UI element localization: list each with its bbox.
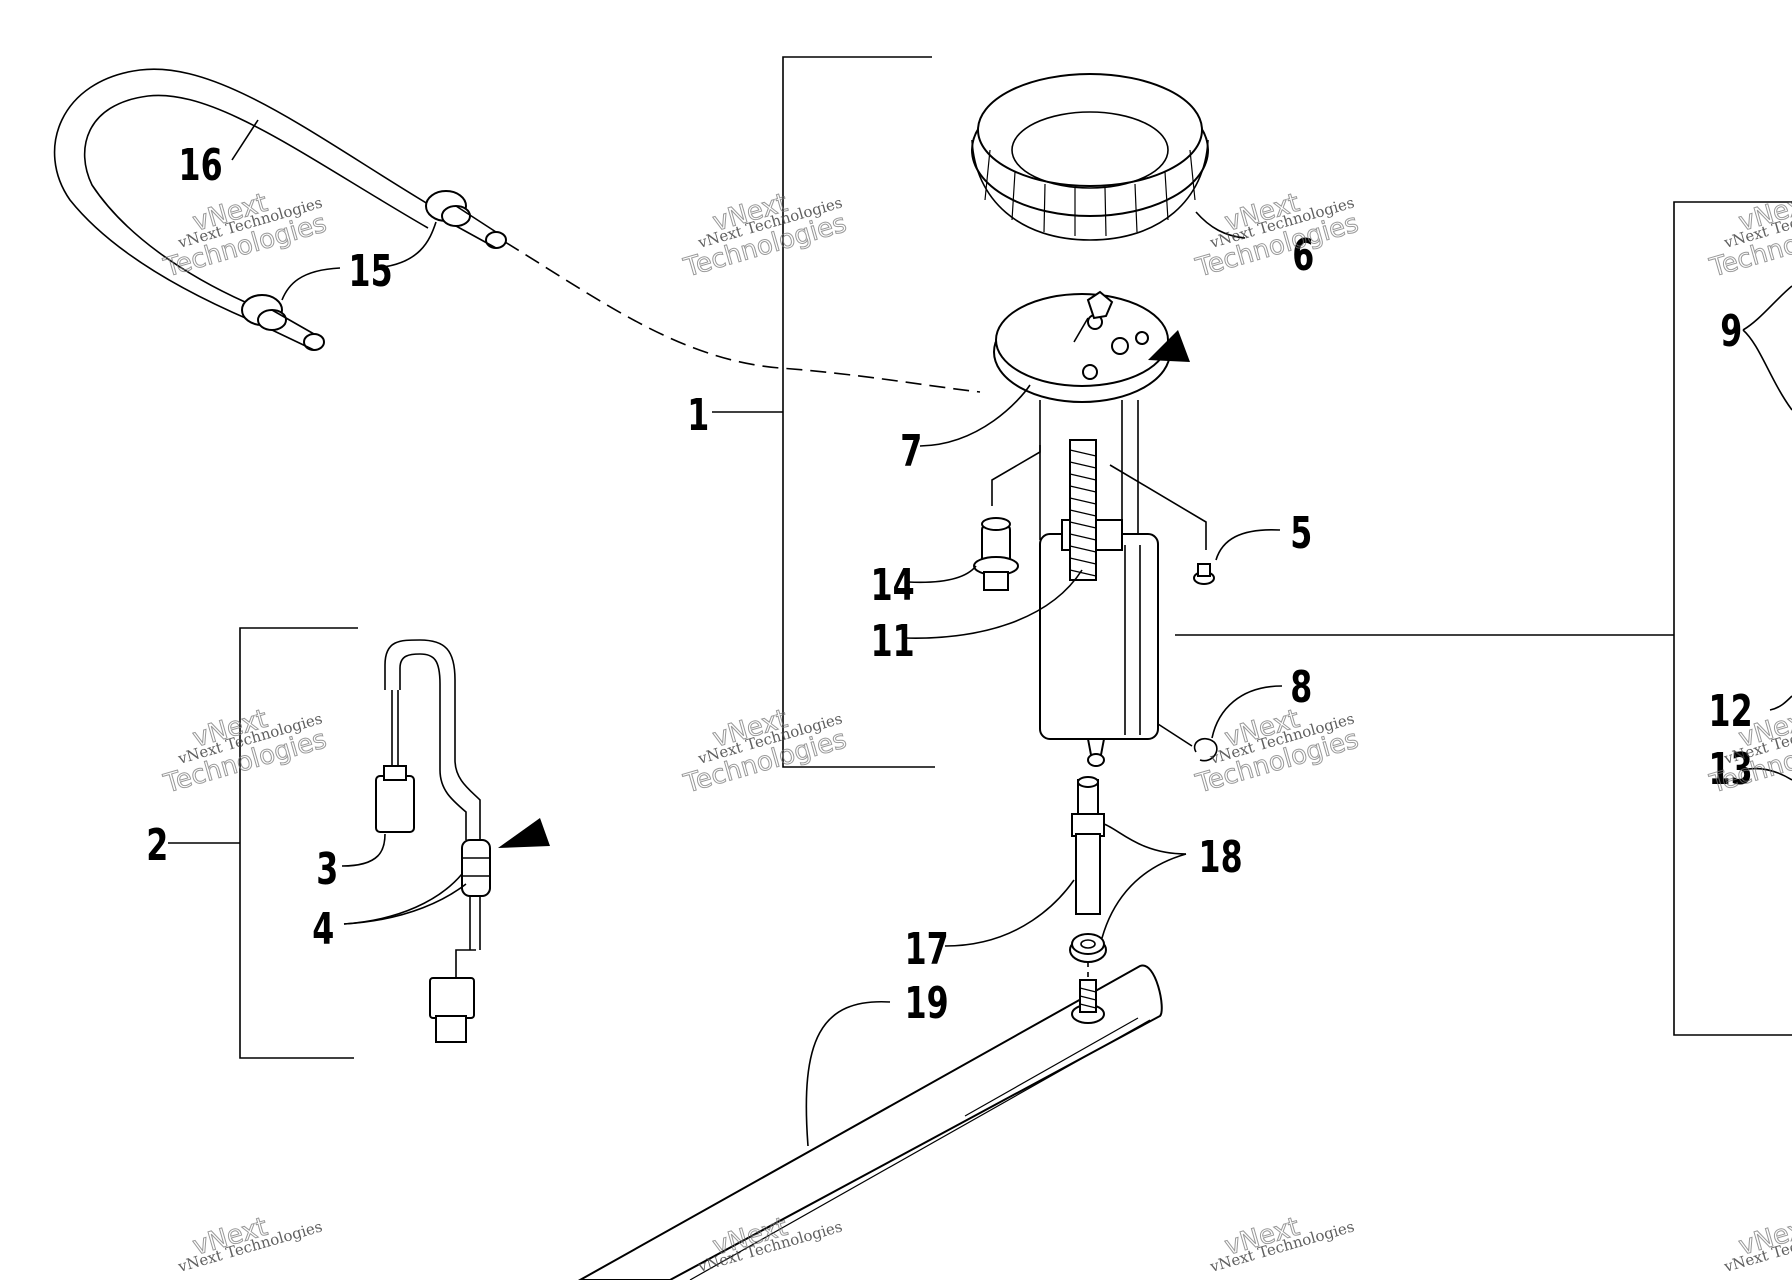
callout-13: 13: [1709, 744, 1753, 796]
pressure-regulator: [973, 517, 1019, 591]
watermark-1: vNext vNext Technologies Technologies: [160, 187, 331, 284]
watermark-9: vNext vNext Technologies: [175, 1211, 324, 1276]
harness-connector-lower: [429, 896, 481, 1043]
leader-18-b: [1101, 853, 1187, 939]
callout-17: 17: [905, 924, 949, 976]
watermark-5: vNext vNext Technologies Technologies: [160, 703, 331, 800]
watermark-12: vNext vNext Technologies: [1721, 1211, 1792, 1276]
callout-14: 14: [871, 560, 915, 612]
pump-flange: [993, 290, 1190, 403]
callout-5: 5: [1290, 508, 1312, 560]
callout-15: 15: [349, 246, 393, 298]
leader-19: [805, 1001, 891, 1147]
leader-18-a: [1103, 823, 1187, 855]
callout-16: 16: [179, 140, 223, 192]
callout-1: 1: [687, 390, 709, 442]
leader-9-b: [1742, 329, 1792, 411]
callout-6: 6: [1292, 230, 1314, 282]
fuel-pump-body: [1039, 400, 1159, 767]
leader-13: [1741, 767, 1792, 781]
leader-12: [1769, 695, 1792, 711]
bracket-assembly-2: [168, 627, 358, 1059]
callout-12: 12: [1709, 686, 1753, 738]
hose-clamp-upper: [425, 190, 507, 249]
leader-15-b: [281, 267, 341, 301]
callout-18: 18: [1199, 832, 1243, 884]
retaining-clip: [1193, 737, 1218, 762]
callout-7: 7: [900, 426, 922, 478]
mounting-stud: [1071, 979, 1105, 1024]
callout-19: 19: [905, 978, 949, 1030]
callout-9: 9: [1720, 306, 1742, 358]
watermark-7: vNext vNext Technologies Technologies: [1192, 703, 1363, 800]
leader-11: [904, 569, 1083, 639]
leader-8: [1211, 685, 1283, 739]
harness-connector-upper: [375, 690, 415, 833]
leader-4-a: [343, 873, 463, 925]
fuel-hose: [53, 68, 439, 321]
leader-14-pointer: [991, 445, 1041, 506]
leader-4-b: [343, 883, 467, 925]
mounting-rail: [577, 964, 1163, 1280]
leader-15-a: [373, 221, 437, 269]
leader-5: [1215, 529, 1281, 561]
lock-ring: [971, 73, 1209, 241]
leader-5-pointer: [1109, 464, 1207, 550]
leader-14: [907, 565, 977, 584]
bracket-assembly-right: [1175, 201, 1792, 1036]
watermark-6: vNext vNext Technologies Technologies: [680, 703, 851, 800]
bracket-assembly-1: [712, 56, 935, 768]
pump-spring: [1069, 439, 1097, 581]
leader-16: [231, 119, 259, 161]
leader-6: [1195, 211, 1246, 239]
leader-9-a: [1742, 285, 1792, 331]
watermark-3: vNext vNext Technologies Technologies: [1192, 187, 1363, 284]
watermark-2: vNext vNext Technologies Technologies: [680, 187, 851, 284]
leader-7: [919, 384, 1031, 447]
callout-3: 3: [316, 844, 338, 896]
leader-8-pointer: [1157, 723, 1193, 747]
fuel-pickup-fitting: [1071, 776, 1105, 915]
callout-11: 11: [871, 616, 915, 668]
hose-clamp-lower: [241, 294, 325, 351]
callout-2: 2: [146, 820, 168, 872]
wiring-harness: [384, 639, 481, 840]
callout-4: 4: [312, 904, 334, 956]
fitting-nut: [1069, 933, 1107, 963]
harness-grommet: [461, 818, 550, 897]
watermark-11: vNext vNext Technologies: [1207, 1211, 1356, 1276]
leader-17: [944, 879, 1075, 947]
screw: [1193, 563, 1215, 585]
watermark-4: vNext vNext Technologies Technologies: [1706, 187, 1792, 284]
hose-routing-dashed-line: [504, 241, 981, 393]
leader-3: [341, 833, 386, 867]
callout-8: 8: [1290, 662, 1312, 714]
